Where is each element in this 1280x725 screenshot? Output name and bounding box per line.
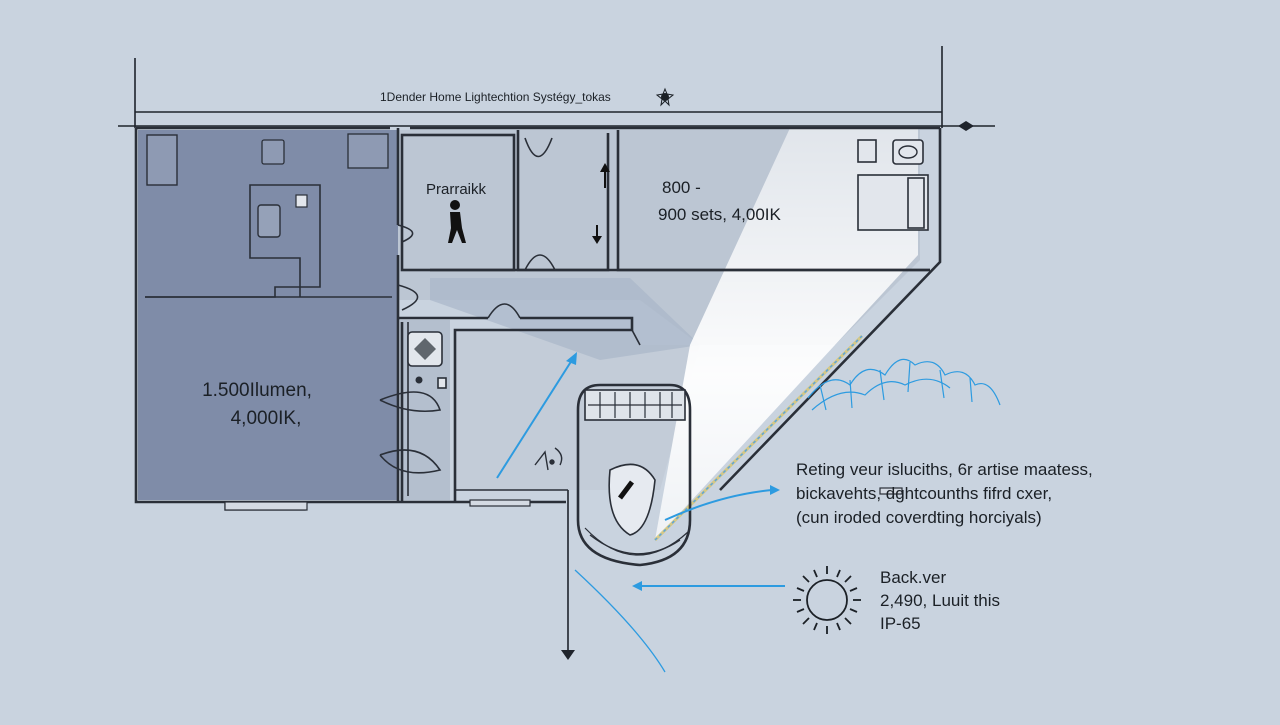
note-line-3: (cun iroded coverdting horciyals) bbox=[796, 508, 1042, 527]
star-icon bbox=[655, 87, 675, 107]
diagram-title: 1Dender Home Lightechtion Systégy_tokas bbox=[380, 90, 611, 104]
sun-label-line3: IP-65 bbox=[880, 614, 921, 633]
pantry-label: Prarraikk bbox=[426, 181, 487, 198]
sun-label-line2: 2,490, Luuit this bbox=[880, 591, 1000, 610]
left-room bbox=[138, 130, 398, 511]
dimension-lines bbox=[118, 46, 995, 660]
lamp-icon bbox=[534, 447, 563, 471]
door-swings bbox=[379, 137, 666, 673]
note-line-2: bickavehts, dghtcounths fifrd cxer, bbox=[796, 484, 1052, 503]
person-icon bbox=[448, 200, 466, 243]
light-beam bbox=[655, 128, 918, 540]
blue-arrows bbox=[496, 352, 785, 591]
fixtures bbox=[224, 139, 929, 511]
note-line-1: Reting veur isluciths, 6r artise maatess… bbox=[796, 460, 1093, 479]
light-fixture-icon bbox=[576, 383, 692, 567]
left-room-lumen: 1.500Ilumen, bbox=[202, 380, 312, 401]
blue-scribble bbox=[807, 358, 1001, 411]
sun-label-line1: Back.ver bbox=[880, 568, 946, 587]
hallway-arrows bbox=[592, 163, 610, 244]
sun-icon bbox=[793, 566, 861, 634]
walls bbox=[134, 126, 942, 504]
toilet-icon bbox=[857, 139, 877, 163]
left-room-kelvin: 4,000IK, bbox=[231, 408, 302, 429]
hall-label-line2: 900 sets, 4,00IK bbox=[658, 205, 782, 224]
hall-label-line1: 800 - bbox=[662, 178, 701, 197]
